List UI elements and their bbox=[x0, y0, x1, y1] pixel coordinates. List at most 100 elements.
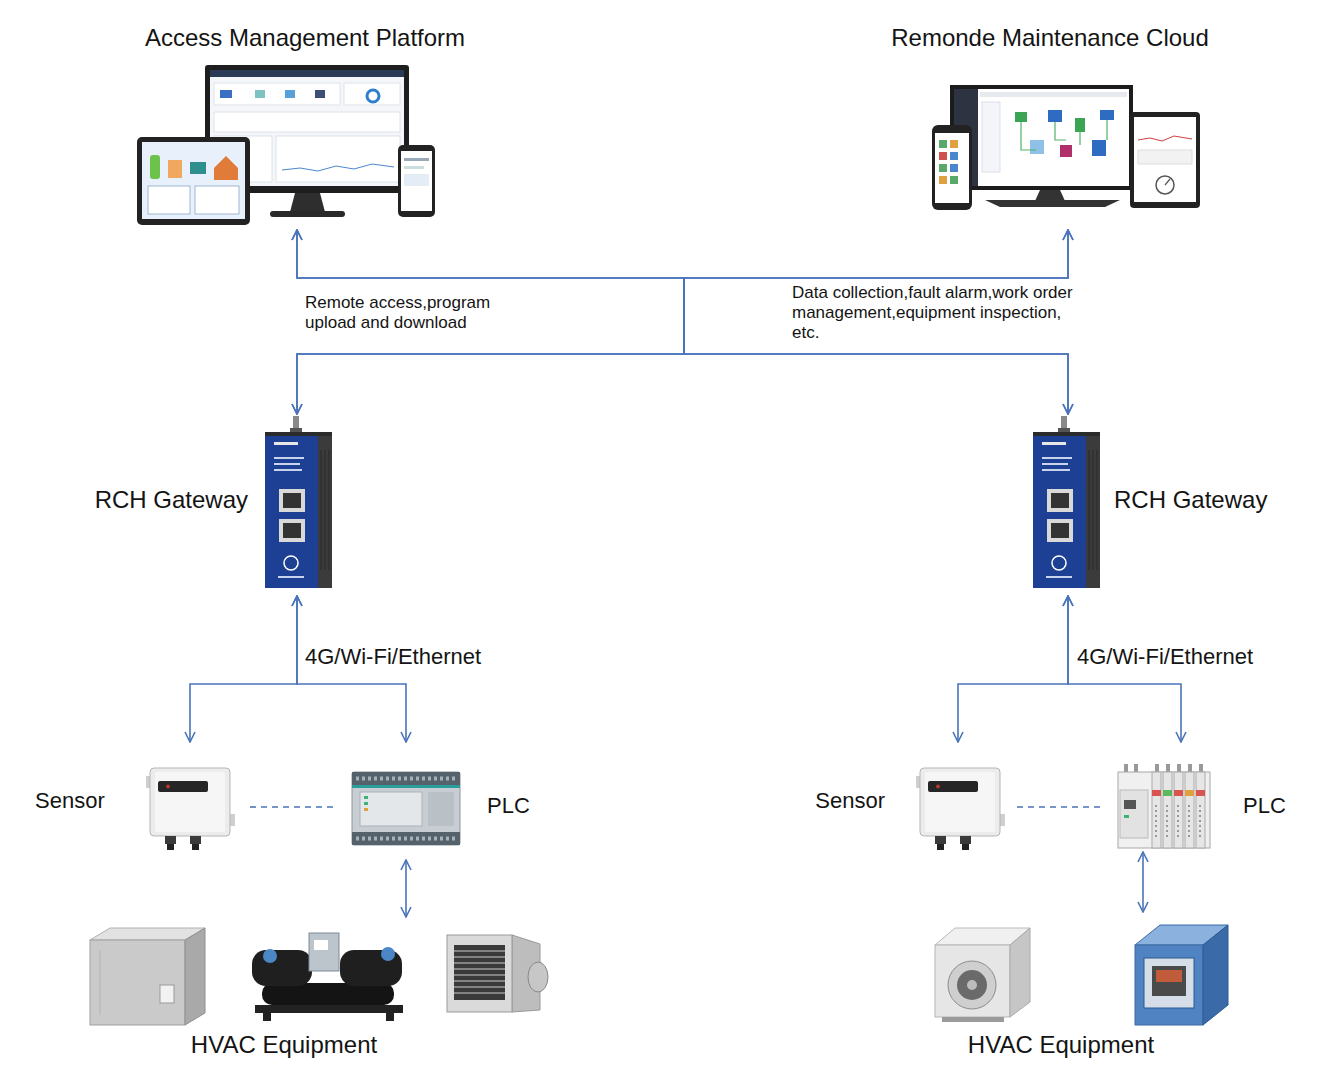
cloud-devices bbox=[980, 92, 1127, 97]
plc-device bbox=[1156, 805, 1200, 840]
cloud-devices bbox=[1015, 112, 1027, 122]
plc-device bbox=[356, 837, 456, 841]
plc-device bbox=[364, 808, 368, 811]
edge-label: Data collection,fault alarm,work order m… bbox=[792, 283, 1082, 343]
platform-devices: Access Management Platform bbox=[137, 62, 437, 230]
node-label: Remonde Maintenance Cloud bbox=[891, 24, 1209, 53]
platform-devices bbox=[290, 193, 325, 212]
cloud-devices bbox=[950, 164, 958, 172]
cloud-devices bbox=[950, 152, 958, 160]
cloud-devices bbox=[932, 125, 972, 210]
hvac-equipment-picture bbox=[528, 962, 548, 992]
cloud-devices bbox=[950, 85, 1133, 190]
platform-devices bbox=[255, 90, 265, 98]
hvac-equipment-picture bbox=[160, 985, 174, 1003]
plc-device bbox=[1196, 790, 1205, 796]
plc-device bbox=[1152, 790, 1161, 796]
edge-label: 4G/Wi-Fi/Ethernet bbox=[1077, 644, 1253, 670]
hvac-equipment-picture bbox=[967, 980, 977, 990]
plc-device bbox=[1177, 764, 1181, 772]
hvac-equipment-picture bbox=[185, 928, 205, 1025]
hvac-equipment-picture bbox=[1203, 925, 1228, 1025]
cloud-devices bbox=[939, 140, 947, 148]
cloud-devices bbox=[1021, 120, 1107, 150]
platform-devices bbox=[137, 137, 250, 225]
hvac-equipment-picture bbox=[447, 935, 512, 1012]
platform-devices bbox=[344, 83, 400, 105]
hvac-equipment-picture bbox=[263, 949, 277, 963]
gateway-device bbox=[265, 416, 332, 588]
cloud-devices bbox=[985, 200, 1120, 207]
cloud-devices bbox=[950, 176, 958, 184]
hvac-equipment: HVAC Equipment bbox=[930, 912, 1232, 1028]
node-label: HVAC Equipment bbox=[191, 1031, 377, 1060]
platform-devices bbox=[367, 90, 379, 102]
cloud-devices bbox=[1165, 179, 1170, 185]
platform-devices bbox=[214, 112, 400, 132]
platform-devices bbox=[404, 166, 424, 169]
plc-device bbox=[1188, 764, 1192, 772]
platform-devices bbox=[404, 174, 429, 186]
platform-devices bbox=[315, 90, 325, 98]
hvac-equipment-picture bbox=[1010, 928, 1030, 1017]
plc-device bbox=[1124, 815, 1129, 818]
hvac-equipment-picture bbox=[942, 1017, 1004, 1022]
cloud-devices bbox=[1138, 150, 1192, 164]
hvac-equipment-picture bbox=[262, 983, 394, 1005]
platform-devices bbox=[282, 164, 394, 171]
plc-device bbox=[1124, 800, 1136, 809]
platform-devices bbox=[168, 160, 182, 178]
node-label: PLC bbox=[487, 793, 530, 819]
sensor: Sensor bbox=[915, 742, 1005, 852]
plc-device bbox=[1155, 764, 1159, 772]
plc: PLC bbox=[1115, 742, 1212, 852]
hvac-equipment-picture bbox=[1156, 970, 1182, 982]
node-label: RCH Gateway bbox=[95, 486, 248, 515]
cloud-devices bbox=[1130, 112, 1200, 208]
platform-devices bbox=[150, 155, 160, 179]
dashed-link bbox=[250, 806, 338, 808]
plc-device bbox=[360, 792, 422, 826]
sensor: Sensor bbox=[145, 742, 238, 852]
hvac-equipment-picture bbox=[314, 940, 328, 950]
cloud-devices bbox=[1048, 110, 1062, 122]
node-label: Sensor bbox=[35, 788, 105, 814]
platform-devices bbox=[276, 136, 400, 182]
node-label: Sensor bbox=[815, 788, 885, 814]
plc-device bbox=[1185, 790, 1194, 796]
cloud-devices bbox=[932, 85, 1200, 210]
platform-devices bbox=[214, 83, 340, 105]
platform-devices bbox=[401, 151, 432, 211]
cloud-devices bbox=[1030, 140, 1044, 154]
node-label: RCH Gateway bbox=[1114, 486, 1267, 515]
gateway: RCH Gateway bbox=[262, 414, 334, 596]
plc-device bbox=[1124, 764, 1128, 772]
node-label: Access Management Platform bbox=[145, 24, 465, 53]
hvac-equipment-picture bbox=[386, 1013, 394, 1021]
plc-device bbox=[1120, 790, 1148, 838]
edge-label: 4G/Wi-Fi/Ethernet bbox=[305, 644, 481, 670]
hvac-equipment-picture bbox=[90, 928, 548, 1025]
plc-device bbox=[1166, 764, 1170, 772]
connector-arrow bbox=[958, 596, 1068, 742]
plc-device bbox=[352, 772, 460, 845]
cloud-devices bbox=[982, 102, 1000, 172]
cloud-devices bbox=[939, 176, 947, 184]
hvac-equipment-picture bbox=[454, 951, 505, 993]
hvac-equipment-picture bbox=[1144, 958, 1194, 1008]
dashed-link bbox=[1017, 806, 1103, 808]
connector-arrow bbox=[1142, 852, 1144, 912]
platform-devices bbox=[285, 90, 295, 98]
cloud-devices: Remonde Maintenance Cloud bbox=[930, 80, 1202, 230]
platform-devices bbox=[142, 142, 245, 219]
hvac-equipment-picture bbox=[454, 945, 505, 1000]
hvac-equipment-picture bbox=[1152, 966, 1186, 996]
cloud-devices bbox=[1134, 117, 1196, 202]
hvac-equipment-picture bbox=[935, 945, 1010, 1017]
platform-devices bbox=[205, 65, 409, 193]
hvac-equipment: HVAC Equipment bbox=[85, 917, 552, 1028]
cloud-devices bbox=[1138, 136, 1192, 141]
